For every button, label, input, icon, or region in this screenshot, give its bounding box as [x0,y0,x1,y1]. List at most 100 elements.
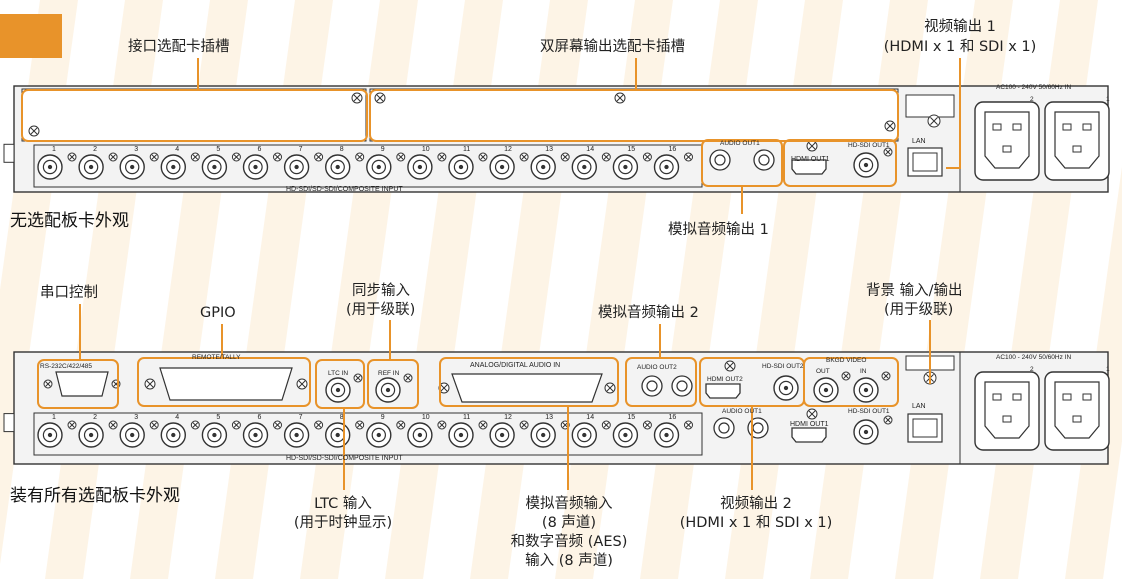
highlight-serial [37,359,119,409]
highlight-bkgd [803,357,899,407]
input-number: 11 [463,414,470,421]
highlight-dual-slot [369,89,899,142]
screw-slot [356,154,363,160]
bnc-pin [623,164,628,170]
lan-socket [912,152,938,172]
bottom-input-strip-label: HD-SDI/SD-SDI/COMPOSITE INPUT [286,455,403,462]
input-number: 10 [422,414,430,421]
screw-slot [885,417,891,423]
bnc-pin [664,164,669,170]
screw-slot [45,381,51,387]
bnc-pin [212,432,217,438]
callout-audio-in-line4: 输入 (8 声道) [525,553,613,569]
callout-dual-screen-slot: 双屏幕输出选配卡插槽 [540,39,685,55]
screw-slot [151,154,157,160]
hdsdi-out2-label: HD-SDI OUT2 [762,363,804,370]
callout-audio-in-line1: 模拟音频输入 [525,496,613,512]
bnc-pin [376,164,381,170]
input-number: 14 [586,146,594,153]
bnc-pin [541,164,546,170]
input-number: 8 [340,146,344,153]
bnc-pin [417,432,423,438]
screw-slot [146,380,154,388]
input-strip [33,412,703,456]
hdmi-port [791,427,827,443]
screw-slot [30,127,38,135]
callout-video-out2-line1: 视频输出 2 [720,496,792,512]
screw-slot [233,154,240,160]
screw-slot [930,117,938,125]
screw-slot [315,154,322,160]
screw-slot [883,373,889,379]
bnc-pin [623,432,628,438]
power-pin [1002,145,1012,153]
input-number: 7 [299,146,303,153]
power-pin [1082,123,1092,131]
input-number: 5 [216,146,220,153]
bottom-power-label: AC100 - 240V 50/60Hz IN [996,354,1072,361]
rs232-connector [55,371,109,397]
input-number: 7 [299,414,303,421]
screw-slot [440,384,448,392]
input-number: 15 [627,414,635,421]
screw-slot [480,422,486,428]
bnc-pin [171,164,176,170]
input-number: 16 [669,414,677,421]
bnc-pin [335,387,341,393]
caption-with-all-options: 装有所有选配板卡外观 [10,486,180,506]
audio-in-panel-label: ANALOG/DIGITAL AUDIO IN [470,362,561,369]
screw-slot [616,94,624,102]
screw-slot [110,422,116,428]
top-lan-label: LAN [912,138,926,145]
screw-slot [521,154,527,160]
input-number: 15 [627,146,635,153]
power-pin [1072,145,1082,153]
callout-bkgd-line2: (用于级联) [884,302,954,318]
top-psu-2-label: 2 [1030,96,1034,103]
bottom-psu-2-label: 2 [1030,366,1034,373]
audio-in-connector [451,373,603,403]
top-hdsdi-out1-label: HD-SDI OUT1 [848,142,890,149]
power-pin [1012,123,1022,131]
panel-ear [3,143,15,163]
input-number: 14 [586,414,594,421]
screw-slot [398,422,404,428]
input-number: 3 [134,146,138,153]
rca-ring [714,154,726,166]
input-number: 1 [52,146,56,153]
callout-audio-in-line2: (8 声道) [541,515,597,531]
panel-ear [3,413,15,433]
highlight-gpio [137,357,311,407]
bnc-pin [582,164,587,170]
bnc-pin [253,432,258,438]
top-power-label: AC100 - 240V 50/60Hz IN [996,84,1072,91]
callout-ltc-line1: LTC 输入 [314,496,372,512]
input-number: 16 [669,146,677,153]
power-pin [1002,415,1012,423]
orange-square-icon [0,14,62,58]
power-pin [1062,393,1072,401]
screw-slot [480,154,486,160]
input-number: 12 [504,414,512,421]
audio-out2-label: AUDIO OUT2 [637,364,677,371]
screw-slot [562,154,568,160]
power-pin [1062,123,1072,131]
bnc-pin [47,164,53,170]
screw-slot [355,375,361,381]
screw-slot [603,154,610,160]
bnc-pin [664,432,669,438]
bnc-pin [130,432,135,438]
bnc-pin [88,432,94,438]
bnc-pin [385,387,391,393]
bnc-pin [335,164,340,170]
screw-slot [315,422,322,428]
callout-sync-line1: 同步输入 [352,283,410,299]
screw-slot [439,154,445,160]
rs232-label: RS-232C/422/485 [40,363,93,370]
power-pin [1082,393,1092,401]
bottom-hdmi-out1-label: HDMI OUT1 [790,421,829,428]
bottom-lan-label: LAN [912,403,926,410]
highlight-ref-in [367,359,419,409]
bnc-pin [47,432,53,438]
callout-audio-in-line3: 和数字音频 (AES) [510,534,628,550]
